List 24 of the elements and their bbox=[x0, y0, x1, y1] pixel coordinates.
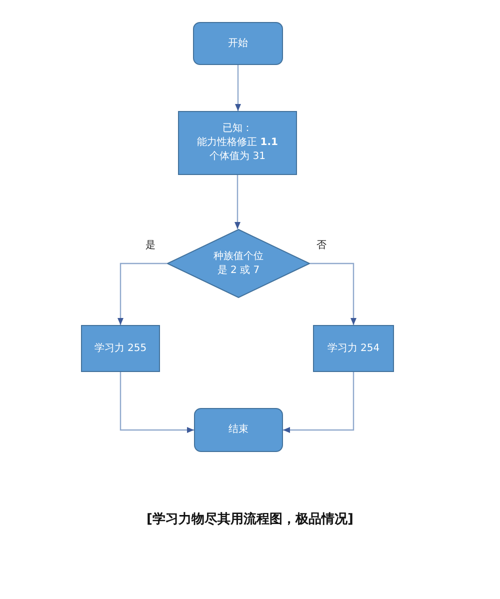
process-box bbox=[178, 111, 297, 175]
node-text: 是 2 或 7 bbox=[217, 264, 260, 278]
arrow bbox=[235, 65, 241, 111]
decision-diamond bbox=[167, 229, 310, 298]
arrow bbox=[283, 372, 354, 433]
arrow bbox=[120, 372, 194, 433]
edge-label: 否 bbox=[316, 238, 328, 252]
caption: [学习力物尽其用流程图，极品情况] bbox=[146, 512, 354, 527]
node-text: 学习力 254 bbox=[327, 342, 380, 356]
node-text: 结束 bbox=[228, 423, 248, 437]
arrow bbox=[118, 262, 167, 325]
end-box bbox=[194, 408, 283, 452]
process-box bbox=[81, 325, 160, 372]
arrow bbox=[234, 175, 240, 229]
process-box bbox=[313, 325, 394, 372]
node-text: 种族值个位 bbox=[214, 250, 264, 264]
start-box bbox=[193, 22, 283, 65]
node-text: 能力性格修正 1.1 bbox=[197, 136, 278, 150]
node-text: 已知： bbox=[222, 122, 252, 136]
node-text: 开始 bbox=[228, 36, 248, 50]
node-text: 学习力 255 bbox=[94, 342, 147, 356]
edge-label: 是 bbox=[144, 238, 156, 252]
node-text: 个体值为 31 bbox=[210, 150, 266, 164]
arrow bbox=[310, 262, 356, 325]
